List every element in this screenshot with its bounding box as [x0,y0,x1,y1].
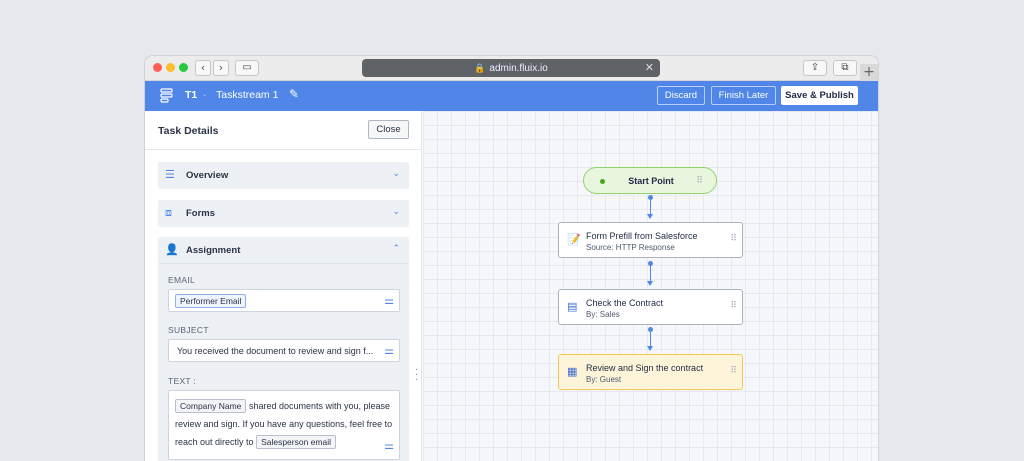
company-name-chip[interactable]: Company Name [175,399,247,413]
url-text: admin.fluix.io [489,63,548,74]
message-text-field[interactable]: Company Name shared documents with you, … [168,390,400,460]
subject-label: SUBJECT [168,325,209,335]
new-tab-icon[interactable]: + [860,64,878,82]
task-node-title: Review and Sign the contract [586,363,704,373]
drag-handle-icon[interactable]: ⠿ [730,234,737,244]
panel-title: Task Details [158,125,219,137]
assignment-body: EMAIL Performer Email ⚌ SUBJECT You rece… [158,264,409,461]
message-text: shared documents with you, please review… [175,401,393,447]
chevron-down-icon: ⌄ [392,207,400,217]
overview-icon: ☰ [165,168,175,181]
tabs-overview-icon[interactable]: ⧉ [833,60,857,76]
email-label: EMAIL [168,275,196,285]
section-assignment[interactable]: 👤 Assignment ⌃ [158,237,409,264]
form-edit-icon: 📝 [567,233,581,246]
address-bar[interactable]: 🔒admin.fluix.io ✕ [362,59,660,77]
clear-url-icon[interactable]: ✕ [644,62,654,74]
forms-icon: ⧈ [165,206,172,219]
task-node-title: Form Prefill from Salesforce [586,231,698,241]
section-overview[interactable]: ☰ Overview ⌄ [158,162,409,189]
settings-sliders-icon[interactable]: ⚌ [384,344,394,357]
group-document-icon: ▦ [567,365,578,378]
section-forms[interactable]: ⧈ Forms ⌄ [158,200,409,227]
text-label: TEXT : [168,376,197,386]
breadcrumb-project[interactable]: T1 [185,89,198,101]
maximize-window-button[interactable] [179,63,188,72]
workflow-canvas[interactable]: Start Point ⠿ 📝 Form Prefill from Salesf… [423,111,878,461]
close-panel-button[interactable]: Close [368,120,409,139]
settings-sliders-icon[interactable]: ⚌ [384,439,394,452]
connector-line [650,329,651,346]
save-publish-button[interactable]: Save & Publish [781,86,858,105]
arrow-down-icon [647,346,653,351]
section-overview-label: Overview [186,170,229,181]
close-window-button[interactable] [153,63,162,72]
task-node-title: Check the Contract [586,298,664,308]
arrow-down-icon [647,214,653,219]
performer-email-chip[interactable]: Performer Email [175,294,247,308]
user-document-icon: ▤ [567,300,578,313]
arrow-down-icon [647,281,653,286]
start-point-node[interactable]: Start Point ⠿ [583,167,717,194]
task-node-subtitle: By: Guest [586,375,622,384]
start-point-label: Start Point [628,176,674,186]
connector-line [650,263,651,281]
discard-button[interactable]: Discard [657,86,705,105]
lock-icon: 🔒 [474,63,486,73]
email-field[interactable]: Performer Email ⚌ [168,289,400,312]
section-forms-label: Forms [186,208,216,219]
drag-handle-icon[interactable]: ⠿ [730,366,737,376]
taskstream-logo-icon[interactable] [160,88,174,104]
sidebar-toggle-icon[interactable]: ▭ [235,60,259,76]
browser-toolbar: ‹ › ▭ 🔒admin.fluix.io ✕ ⇪ ⧉ + [145,56,878,82]
minimize-window-button[interactable] [166,63,175,72]
breadcrumb-taskstream[interactable]: Taskstream 1 [216,89,279,101]
panel-divider [145,149,422,150]
task-node-form-prefill[interactable]: 📝 Form Prefill from Salesforce Source: H… [558,222,743,258]
settings-sliders-icon[interactable]: ⚌ [384,294,394,307]
task-node-check-contract[interactable]: ▤ Check the Contract By: Sales ⠿ [558,289,743,325]
finish-later-button[interactable]: Finish Later [711,86,776,105]
panel-resize-handle[interactable]: ··· [415,365,419,386]
back-icon[interactable]: ‹ [195,60,211,76]
user-icon: 👤 [165,243,179,256]
drag-handle-icon[interactable]: ⠿ [730,301,737,311]
subject-field[interactable]: You received the document to review and … [168,339,400,362]
task-node-subtitle: Source: HTTP Response [586,243,675,252]
chevron-up-icon: ⌃ [392,244,400,254]
browser-window: ‹ › ▭ 🔒admin.fluix.io ✕ ⇪ ⧉ + T1 · Tasks… [145,56,878,461]
start-dot [600,179,605,184]
salesperson-email-chip[interactable]: Salesperson email [256,435,336,449]
edit-name-icon[interactable]: ✎ [289,87,300,101]
connector-line [650,197,651,214]
breadcrumb-separator: · [203,89,207,101]
task-details-panel: Task Details Close ☰ Overview ⌄ ⧈ Forms … [145,111,422,461]
drag-handle-icon[interactable]: ⠿ [696,176,703,186]
share-icon[interactable]: ⇪ [803,60,827,76]
forward-icon[interactable]: › [213,60,229,76]
subject-value: You received the document to review and … [177,346,374,356]
task-node-subtitle: By: Sales [586,310,620,319]
section-assignment-label: Assignment [186,245,241,256]
task-node-review-sign[interactable]: ▦ Review and Sign the contract By: Guest… [558,354,743,390]
chevron-down-icon: ⌄ [392,169,400,179]
app-header: T1 · Taskstream 1 ✎ Discard Finish Later… [145,81,878,111]
